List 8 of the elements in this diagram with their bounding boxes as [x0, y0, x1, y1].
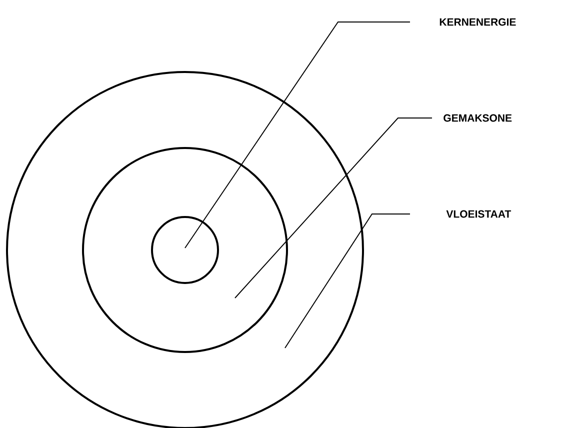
- circle: [82, 147, 288, 353]
- circle: [151, 216, 219, 284]
- label-text: VLOEISTAAT: [446, 210, 512, 218]
- label-text: GEMAKSONE: [444, 114, 512, 122]
- leader-line: [234, 118, 432, 298]
- leader-line: [284, 214, 410, 348]
- leader-line: [184, 22, 410, 248]
- label-text: KERNENERGIE: [440, 18, 516, 26]
